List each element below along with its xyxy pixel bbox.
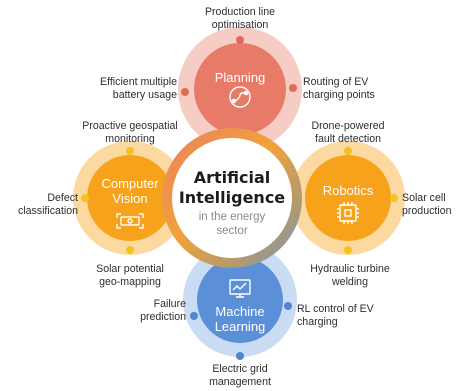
label-hydraulic-2: welding [332, 276, 368, 288]
dot-proactive-geo [126, 147, 134, 155]
label-failure: Failure prediction [108, 298, 186, 324]
planning-node [178, 27, 302, 151]
dot-drone-fault [344, 147, 352, 155]
label-solar-potential-2: geo-mapping [99, 276, 161, 288]
computer-vision-label-line2: Vision [112, 191, 148, 206]
robotics-node [291, 141, 405, 255]
label-drone-fault-1: Drone-powered [311, 120, 385, 132]
label-failure-1: Failure [153, 298, 186, 310]
chart-screen-icon [229, 279, 251, 298]
label-routing-ev-2: charging points [303, 89, 375, 101]
label-proactive-geo-2: monitoring [105, 133, 155, 145]
label-solar-potential: Solar potential geo-mapping [70, 263, 190, 289]
route-icon [229, 86, 251, 108]
dot-defect [81, 194, 89, 202]
planning-label: Planning [214, 70, 266, 85]
center-hub [162, 128, 302, 268]
label-production-line: Production line optimisation [180, 6, 300, 32]
center-title-line2: Intelligence [178, 188, 286, 207]
computer-vision-label: Computer Vision [80, 176, 180, 206]
label-proactive-geo: Proactive geospatial monitoring [60, 120, 200, 146]
computer-vision-node [73, 141, 187, 255]
label-routing-ev: Routing of EV charging points [303, 76, 413, 102]
dot-efficient-battery [181, 88, 189, 96]
dot-failure [190, 312, 198, 320]
dot-electric-grid [236, 352, 244, 360]
dot-production-line [236, 36, 244, 44]
label-defect-1: Defect [47, 192, 78, 204]
label-efficient-battery: Efficient multiple battery usage [55, 76, 177, 102]
label-hydraulic-1: Hydraulic turbine [310, 263, 390, 275]
label-electric-grid-2: management [209, 376, 271, 388]
label-efficient-battery-1: Efficient multiple [100, 76, 177, 88]
dot-solar-potential [126, 246, 134, 254]
center-title: Artificial Intelligence [157, 168, 307, 208]
label-electric-grid-1: Electric grid [212, 363, 268, 375]
center-title-line1: Artificial [193, 168, 271, 187]
center-subtitle-line2: sector [216, 225, 248, 237]
label-solar-cell-1: Solar cell [402, 192, 446, 204]
label-defect-2: classification [17, 205, 78, 217]
dot-rl-control [284, 302, 292, 310]
planning-circle [194, 43, 286, 135]
center-subtitle-line1: in the energy [198, 211, 266, 223]
label-rl-control: RL control of EV charging [297, 303, 407, 329]
dot-solar-cell [390, 194, 398, 202]
robotics-circle [305, 155, 391, 241]
label-failure-2: prediction [140, 311, 186, 323]
computer-vision-circle [87, 155, 173, 241]
label-production-line-2: optimisation [211, 19, 269, 31]
machine-learning-label-line1: Machine [215, 304, 265, 319]
machine-learning-circle [197, 257, 283, 343]
label-hydraulic: Hydraulic turbine welding [292, 263, 408, 289]
dot-routing-ev [289, 84, 297, 92]
label-solar-cell: Solar cell production [402, 192, 464, 218]
center-disc [172, 138, 292, 258]
label-rl-control-2: charging [297, 316, 338, 328]
label-production-line-1: Production line [204, 6, 276, 18]
dot-hydraulic [344, 246, 352, 254]
label-routing-ev-1: Routing of EV [303, 76, 369, 88]
machine-learning-node [183, 243, 297, 357]
machine-learning-label: Machine Learning [190, 304, 290, 334]
scan-icon [116, 213, 144, 229]
label-defect: Defect classification [2, 192, 78, 218]
label-proactive-geo-1: Proactive geospatial [82, 120, 178, 132]
machine-learning-label-line2: Learning [214, 319, 266, 334]
center-subtitle: in the energy sector [157, 210, 307, 238]
label-solar-cell-2: production [402, 205, 452, 217]
robotics-label: Robotics [322, 183, 374, 198]
chip-icon [337, 202, 359, 224]
label-efficient-battery-2: battery usage [112, 89, 177, 101]
label-drone-fault: Drone-powered fault detection [290, 120, 406, 146]
label-solar-potential-1: Solar potential [96, 263, 164, 275]
label-rl-control-1: RL control of EV [297, 303, 374, 315]
label-electric-grid: Electric grid management [185, 363, 295, 389]
computer-vision-label-line1: Computer [101, 176, 159, 191]
label-drone-fault-2: fault detection [315, 133, 381, 145]
